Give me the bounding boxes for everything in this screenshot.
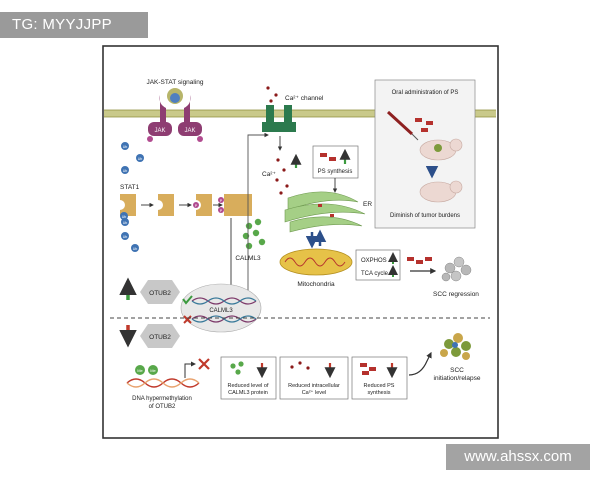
box1-line2: CALML3 protein [228,390,268,396]
syringe-icon [386,110,419,141]
block-cross-icon [198,358,210,370]
jak-right-label: JAK [184,128,195,134]
oxphos-label: OXPHOS [361,258,387,264]
ub-2: Ub [138,157,143,161]
dna-hypermethylation: Me Me DNA hypermethylation of OTUB2 [126,358,210,410]
otub2-downregulated: OTUB2 [119,324,180,348]
otub2-label-bottom: OTUB2 [149,334,171,341]
scc-regression-cluster-icon [441,256,472,282]
tca-label: TCA cycle [361,271,389,277]
watermark-top: TG: MYYJJPP [0,12,148,38]
mouse-healthy-icon [419,180,463,203]
box3-line2: synthesis [368,390,391,396]
p-3: P [220,209,223,213]
box3-line1: Reduced PS [364,383,395,389]
intracellular-ca: Ca²⁺ [262,153,302,195]
ps-to-scc-regression: SCC regression [407,256,479,298]
mouse-tumor-icon [419,138,463,161]
to-scc-initiation-arrow [408,351,432,376]
jak-left-label: JAK [154,128,165,134]
ca-channel: Ca²⁺ channel [262,86,324,151]
reduced-calml3-box: Reduced level of CALML3 protein [220,356,277,400]
calml3-to-channel-arrow [247,132,269,296]
scc-initiation-cluster-icon [440,333,471,360]
reduced-ca-box: Reduced intracellular Ca²⁺ level [279,356,349,400]
jak-right [178,122,202,136]
jak-left [148,122,172,136]
ub-3: Ub [123,169,128,173]
ub-5: Ub [123,235,128,239]
diminish-label: Diminish of tumor burdens [390,213,460,219]
endoplasmic-reticulum: ER [284,191,372,233]
ca-channel-label: Ca²⁺ channel [285,95,324,102]
otub2-label-top: OTUB2 [149,290,171,297]
calml3-gene: CALML3 [180,283,262,333]
stat1-sequence: STAT1 Ub P P P [120,184,252,295]
otub2-upregulated: OTUB2 [119,277,180,304]
dna-hyper-label-1: DNA hypermethylation [132,396,192,402]
box2-line1: Reduced intracellular [288,383,340,389]
stat1-label: STAT1 [120,184,140,191]
watermark-bottom: www.ahssx.com [446,444,590,470]
scc-initiation-label-2: initiation/relapse [434,375,481,382]
oxphos-tca-box: OXPHOS TCA cycle [355,249,401,281]
mitochondria: Mitochondria [279,248,353,288]
reduced-ps-box: Reduced PS synthesis [351,356,408,400]
p-1: P [195,204,198,208]
ub-stat1: Ub [122,215,127,219]
me-2: Me [150,368,156,373]
check-icon [182,295,193,305]
scc-initiation-label-1: SCC [450,367,464,374]
scc-regression-label: SCC regression [433,291,479,298]
ub-4: Ub [123,221,128,225]
jak-stat-label: JAK-STAT signaling [146,79,203,86]
box2-line2: Ca²⁺ level [302,389,327,396]
p-2: P [220,199,223,203]
calml3-gene-label: CALML3 [209,308,233,314]
oral-administration-panel: Oral administration of PS Diminish of tu… [374,79,476,229]
ubiquitin-group: Ub Ub Ub Ub Ub Ub [121,142,144,252]
ps-synthesis-box: PS synthesis [312,145,359,193]
ub-1: Ub [123,145,128,149]
ps-synthesis-label: PS synthesis [318,169,353,175]
dna-hyper-label-2: of OTUB2 [149,404,176,410]
me-1: Me [137,368,143,373]
oral-admin-label: Oral administration of PS [392,90,459,96]
er-label: ER [363,201,372,208]
ca-label: Ca²⁺ [262,171,276,178]
jak-stat-receptor: JAK-STAT signaling JAK JAK [146,79,204,142]
cross-icon [183,315,192,324]
mitochondria-label: Mitochondria [297,281,335,288]
box1-line1: Reduced level of [228,383,269,389]
ub-6: Ub [133,247,138,251]
